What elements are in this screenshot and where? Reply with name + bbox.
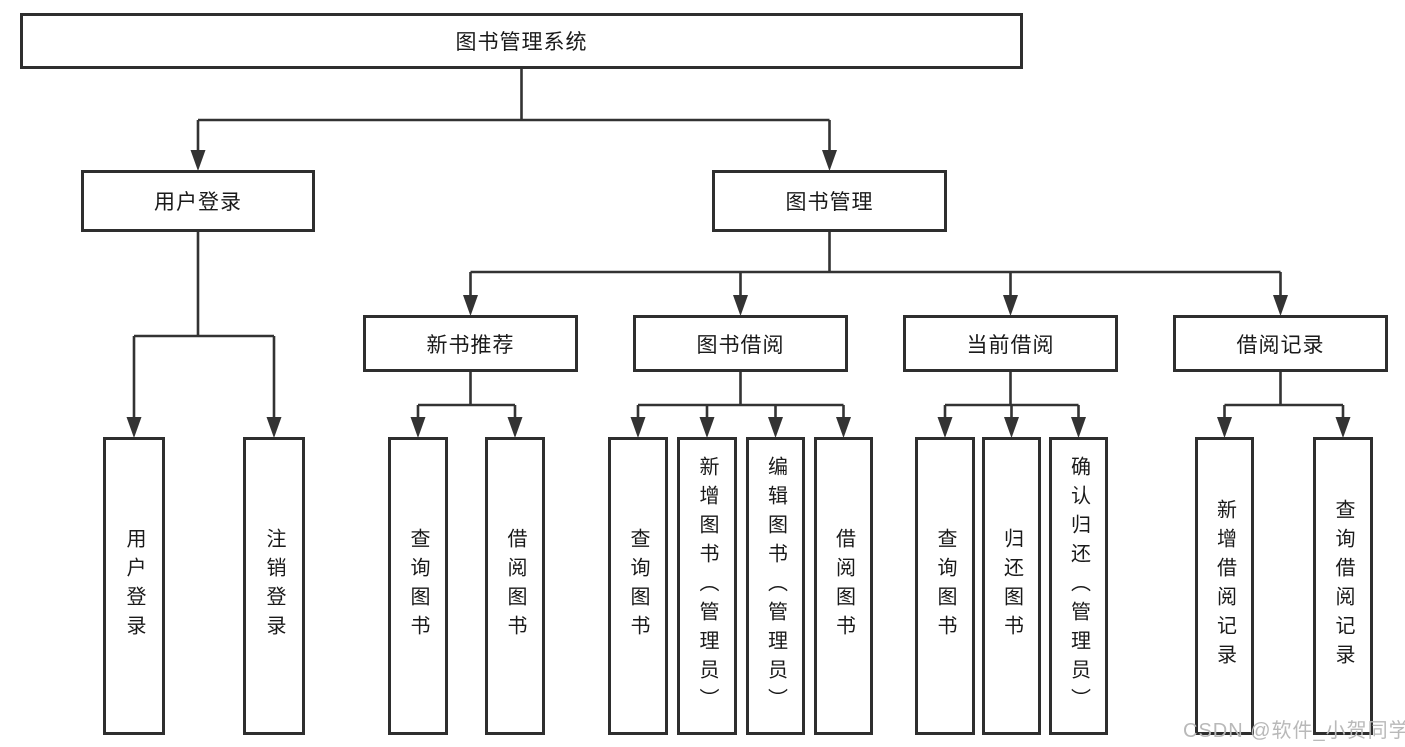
node-label-rec-borrow: 借阅图书	[504, 528, 526, 644]
arrowhead-icon	[1335, 417, 1351, 438]
arrowhead-icon	[822, 150, 837, 171]
edge-root	[196, 69, 831, 157]
arrowhead-icon	[463, 295, 478, 316]
arrowhead-icon	[266, 417, 282, 438]
node-cb-confirm: 确认归还（管理员）	[1049, 437, 1108, 735]
node-label-rec-query: 查询图书	[407, 528, 429, 644]
node-label-br-add: 新增借阅记录	[1213, 499, 1236, 673]
node-label-br-query: 查询借阅记录	[1332, 499, 1354, 673]
arrowhead-icon	[410, 417, 426, 438]
node-label-book-mgmt: 图书管理	[785, 191, 874, 214]
arrowhead-icon	[507, 417, 523, 438]
arrowhead-icon	[630, 417, 646, 438]
arrowhead-icon	[733, 295, 748, 316]
node-label-root: 图书管理系统	[455, 31, 588, 54]
arrowhead-icon	[1003, 295, 1018, 316]
edge-borrow-records	[1223, 372, 1345, 424]
node-br-query: 查询借阅记录	[1313, 437, 1373, 735]
arrowhead-icon	[1071, 417, 1086, 438]
arrowhead-icon	[1217, 417, 1232, 438]
node-bb-add: 新增图书（管理员）	[677, 437, 737, 735]
node-login-user: 用户登录	[103, 437, 165, 735]
arrowhead-icon	[768, 417, 783, 438]
arrowhead-icon	[937, 417, 953, 438]
node-br-add: 新增借阅记录	[1195, 437, 1254, 735]
node-bb-borrow: 借阅图书	[814, 437, 873, 735]
node-current-borrow: 当前借阅	[903, 315, 1118, 372]
node-label-cb-confirm: 确认归还（管理员）	[1067, 455, 1090, 717]
node-label-current-borrow: 当前借阅	[966, 333, 1055, 357]
node-new-book-rec: 新书推荐	[363, 315, 578, 372]
node-book-borrow: 图书借阅	[633, 315, 848, 372]
arrowhead-icon	[1273, 295, 1288, 316]
node-rec-query: 查询图书	[388, 437, 448, 735]
edge-book-mgmt	[469, 232, 1282, 302]
node-bb-edit: 编辑图书（管理员）	[746, 437, 805, 735]
node-login-logout: 注销登录	[243, 437, 305, 735]
node-label-new-book-rec: 新书推荐	[426, 333, 515, 357]
node-label-login-user: 用户登录	[123, 528, 145, 644]
node-label-book-borrow: 图书借阅	[696, 333, 785, 357]
node-label-cb-query: 查询图书	[934, 528, 956, 644]
node-bb-query: 查询图书	[608, 437, 668, 735]
node-label-bb-edit: 编辑图书（管理员）	[764, 455, 787, 717]
node-cb-query: 查询图书	[915, 437, 975, 735]
node-borrow-records: 借阅记录	[1173, 315, 1388, 372]
node-label-bb-add: 新增图书（管理员）	[696, 455, 718, 717]
node-label-cb-return: 归还图书	[1000, 528, 1023, 644]
edge-new-book-rec	[416, 372, 517, 424]
node-label-bb-query: 查询图书	[627, 528, 649, 644]
node-root: 图书管理系统	[20, 13, 1023, 69]
node-label-borrow-records: 借阅记录	[1236, 333, 1325, 357]
node-label-login-logout: 注销登录	[263, 528, 285, 644]
arrowhead-icon	[699, 417, 715, 438]
edge-user-login	[132, 232, 276, 424]
edge-current-borrow	[943, 372, 1080, 424]
node-book-mgmt: 图书管理	[712, 170, 947, 232]
arrowhead-icon	[836, 417, 851, 438]
node-user-login: 用户登录	[81, 170, 315, 232]
node-cb-return: 归还图书	[982, 437, 1041, 735]
node-label-bb-borrow: 借阅图书	[832, 528, 855, 644]
arrowhead-icon	[1004, 417, 1019, 438]
arrowhead-icon	[190, 150, 206, 171]
arrowhead-icon	[126, 417, 142, 438]
watermark: CSDN @软件_小贺同学	[1183, 720, 1405, 742]
node-rec-borrow: 借阅图书	[485, 437, 545, 735]
node-label-user-login: 用户登录	[154, 191, 242, 214]
edge-book-borrow	[636, 372, 845, 424]
